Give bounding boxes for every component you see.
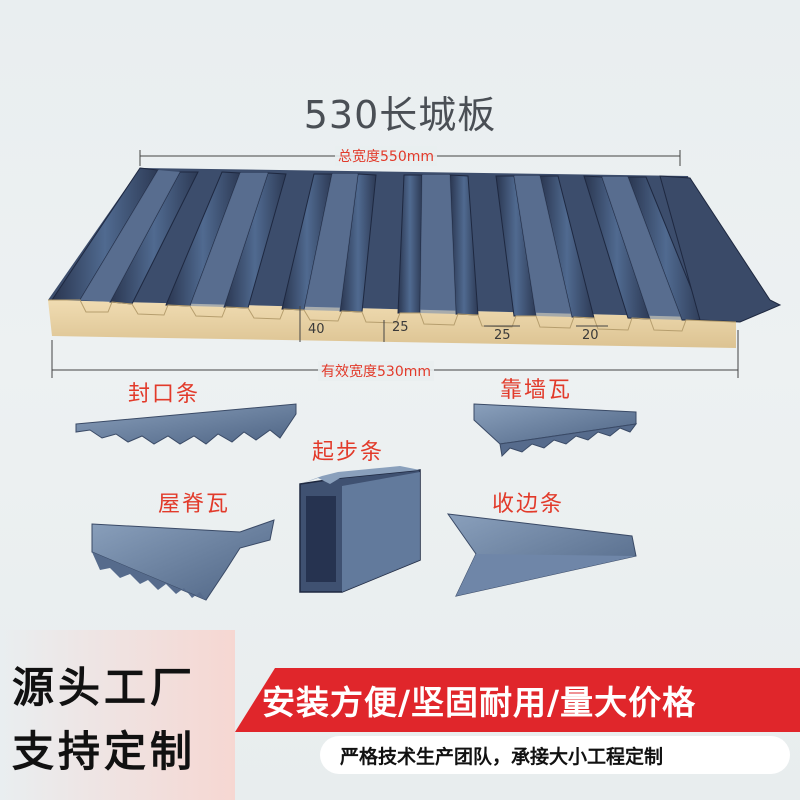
slogan-banner [235,668,800,732]
dimension-40: 40 [308,322,325,337]
dimension-25-a: 25 [392,320,409,335]
total-width-label: 总宽度550mm [335,146,437,166]
starter-strip-illustration [299,466,421,593]
banner-left [0,630,235,800]
dimension-20: 20 [582,328,599,343]
sealing-strip-label: 封口条 [128,382,201,407]
sandwich-panel [48,167,782,348]
edge-strip-illustration [446,513,637,597]
dimension-25-b: 25 [494,328,511,343]
wall-tile-label: 靠墙瓦 [500,378,573,403]
edge-strip-label: 收边条 [492,492,565,517]
wall-tile-illustration [473,403,638,458]
subtitle-text: 严格技术生产团队，承接大小工程定制 [340,746,664,768]
subtitle-pill [320,736,790,774]
effective-width-label: 有效宽度530mm [318,361,434,381]
custom-support-text: 支持定制 [12,727,197,776]
starter-strip-label: 起步条 [312,440,385,465]
factory-direct-text: 源头工厂 [12,663,197,712]
page-title: 530长城板 [303,93,497,137]
slogan-text: 安装方便/坚固耐用/量大价格 [262,683,697,722]
ridge-tile-illustration [91,519,275,601]
sealing-strip-illustration [75,403,297,445]
product-illustration [48,150,782,601]
ridge-tile-label: 屋脊瓦 [158,492,231,517]
